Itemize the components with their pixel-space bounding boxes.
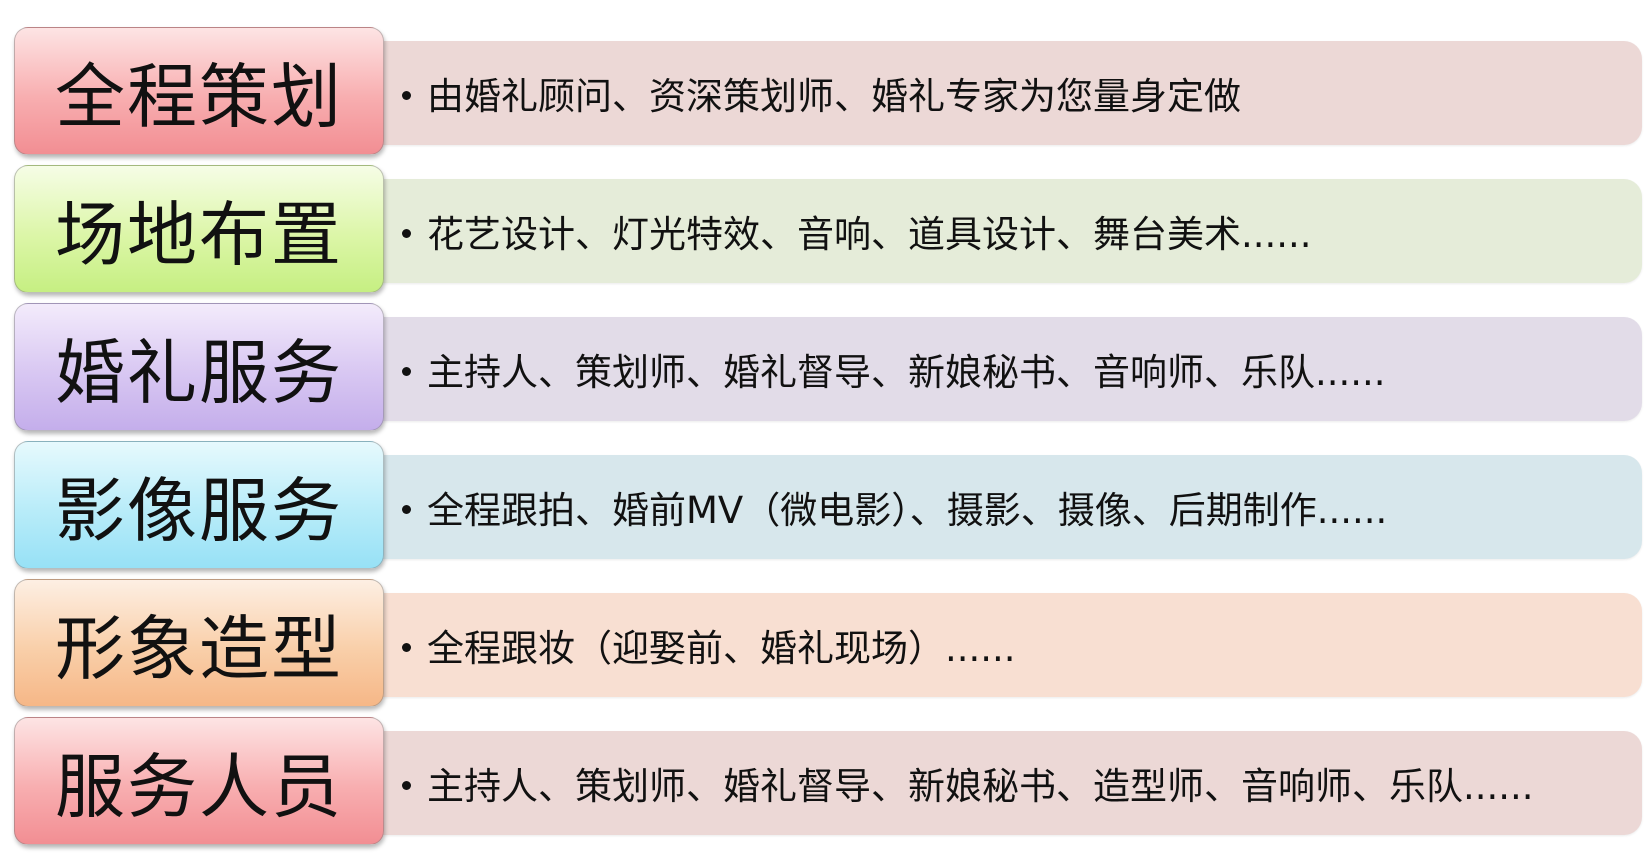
service-label: 影像服务 xyxy=(55,469,343,552)
service-description-bar: 主持人、策划师、婚礼督导、新娘秘书、造型师、音响师、乐队...... xyxy=(366,731,1642,835)
service-description-text: 花艺设计、灯光特效、音响、道具设计、舞台美术...... xyxy=(427,213,1312,256)
service-description: 花艺设计、灯光特效、音响、道具设计、舞台美术...... xyxy=(402,204,1312,258)
service-label: 服务人员 xyxy=(55,745,343,828)
bullet-icon xyxy=(402,91,411,100)
service-description-text: 主持人、策划师、婚礼督导、新娘秘书、音响师、乐队...... xyxy=(427,351,1386,394)
service-label-tab: 服务人员 xyxy=(14,717,384,845)
service-description: 由婚礼顾问、资深策划师、婚礼专家为您量身定做 xyxy=(402,66,1241,120)
bullet-icon xyxy=(402,643,411,652)
service-list: 由婚礼顾问、资深策划师、婚礼专家为您量身定做 全程策划 花艺设计、灯光特效、音响… xyxy=(14,27,1642,855)
service-row-wedding-service: 主持人、策划师、婚礼督导、新娘秘书、音响师、乐队...... 婚礼服务 xyxy=(14,303,1642,441)
service-description-bar: 全程跟妆（迎娶前、婚礼现场）...... xyxy=(366,593,1642,697)
service-row-video-service: 全程跟拍、婚前MV（微电影）、摄影、摄像、后期制作...... 影像服务 xyxy=(14,441,1642,579)
service-description: 主持人、策划师、婚礼督导、新娘秘书、造型师、音响师、乐队...... xyxy=(402,756,1534,810)
service-label: 形象造型 xyxy=(55,607,343,690)
service-label: 场地布置 xyxy=(55,193,343,276)
service-label: 婚礼服务 xyxy=(55,331,343,414)
service-description-bar: 花艺设计、灯光特效、音响、道具设计、舞台美术...... xyxy=(366,179,1642,283)
service-description-text: 由婚礼顾问、资深策划师、婚礼专家为您量身定做 xyxy=(427,75,1241,118)
service-description-text: 全程跟拍、婚前MV（微电影）、摄影、摄像、后期制作...... xyxy=(427,489,1388,532)
service-row-full-planning: 由婚礼顾问、资深策划师、婚礼专家为您量身定做 全程策划 xyxy=(14,27,1642,165)
service-label-tab: 全程策划 xyxy=(14,27,384,155)
service-row-venue-setup: 花艺设计、灯光特效、音响、道具设计、舞台美术...... 场地布置 xyxy=(14,165,1642,303)
bullet-icon xyxy=(402,505,411,514)
service-label-tab: 形象造型 xyxy=(14,579,384,707)
service-description: 全程跟拍、婚前MV（微电影）、摄影、摄像、后期制作...... xyxy=(402,480,1387,534)
service-label: 全程策划 xyxy=(55,55,343,138)
service-description-bar: 全程跟拍、婚前MV（微电影）、摄影、摄像、后期制作...... xyxy=(366,455,1642,559)
service-description: 主持人、策划师、婚礼督导、新娘秘书、音响师、乐队...... xyxy=(402,342,1386,396)
service-description-bar: 由婚礼顾问、资深策划师、婚礼专家为您量身定做 xyxy=(366,41,1642,145)
bullet-icon xyxy=(402,367,411,376)
service-description: 全程跟妆（迎娶前、婚礼现场）...... xyxy=(402,618,1016,672)
bullet-icon xyxy=(402,229,411,238)
service-label-tab: 场地布置 xyxy=(14,165,384,293)
service-description-bar: 主持人、策划师、婚礼督导、新娘秘书、音响师、乐队...... xyxy=(366,317,1642,421)
service-row-staff: 主持人、策划师、婚礼督导、新娘秘书、造型师、音响师、乐队...... 服务人员 xyxy=(14,717,1642,855)
service-row-styling: 全程跟妆（迎娶前、婚礼现场）...... 形象造型 xyxy=(14,579,1642,717)
service-label-tab: 影像服务 xyxy=(14,441,384,569)
service-description-text: 主持人、策划师、婚礼督导、新娘秘书、造型师、音响师、乐队...... xyxy=(427,765,1534,808)
service-label-tab: 婚礼服务 xyxy=(14,303,384,431)
service-description-text: 全程跟妆（迎娶前、婚礼现场）...... xyxy=(427,627,1016,670)
bullet-icon xyxy=(402,781,411,790)
